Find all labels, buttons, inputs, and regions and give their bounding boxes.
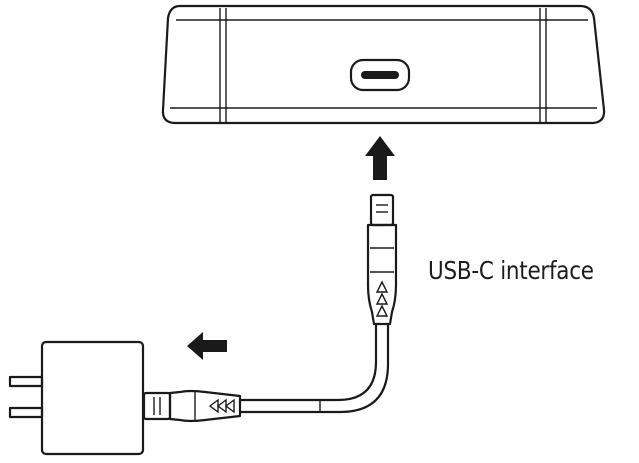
arrow-left-icon [187, 332, 227, 360]
power-bank-device-icon [161, 4, 606, 125]
arrow-up-icon [365, 136, 395, 180]
wall-charger-icon [8, 340, 145, 456]
usb-c-interface-label: USB-C interface [428, 256, 594, 285]
usb-c-cable-icon [142, 193, 398, 423]
usb-c-port-icon [349, 58, 411, 92]
